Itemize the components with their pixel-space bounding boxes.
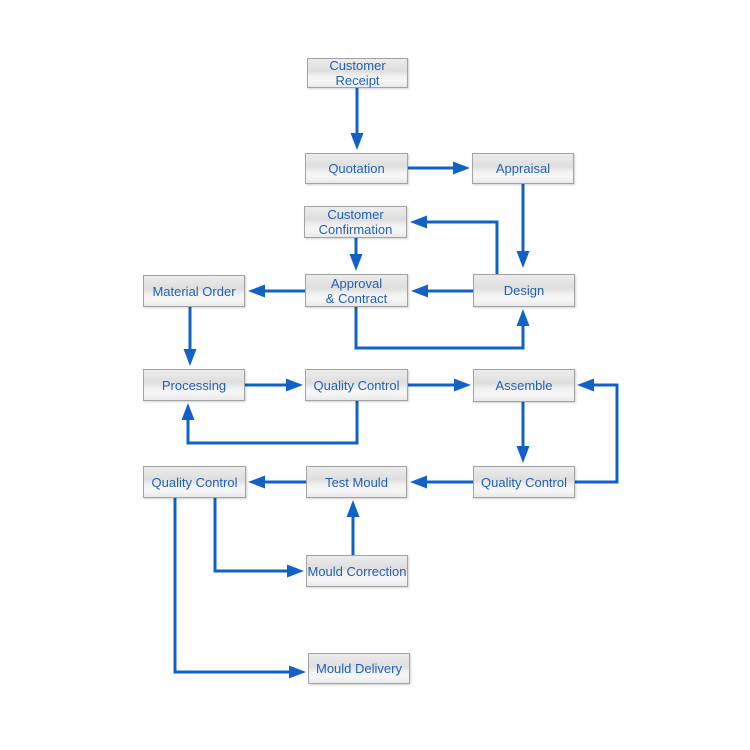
node-label-processing: Processing — [161, 377, 227, 393]
node-label-test-mould: Test Mould — [325, 474, 388, 490]
node-mould-delivery: Mould Delivery — [308, 653, 410, 684]
node-mould-correction: Mould Correction — [306, 555, 408, 587]
node-design: Design — [473, 274, 575, 307]
arrowhead-processing-to-quality-control-mid — [286, 378, 303, 392]
connector-design-to-customer-confirmation — [427, 220, 499, 274]
connector-quality-control-right-to-assemble — [575, 383, 619, 484]
node-label-quality-control-left: Quality Control — [151, 474, 238, 490]
arrowhead-approval-to-material-order — [248, 284, 265, 298]
node-label-design: Design — [503, 283, 545, 298]
arrowhead-customer-confirmation-to-approval — [349, 254, 363, 271]
arrowhead-quality-control-mid-to-processing — [181, 403, 195, 420]
node-quotation: Quotation — [305, 153, 408, 184]
arrowhead-assemble-to-quality-control-right — [516, 446, 530, 463]
node-label-assemble: Assemble — [495, 378, 553, 393]
node-label-material-order: Material Order — [152, 283, 236, 299]
connector-approval-to-design-loop — [354, 307, 525, 350]
node-label-appraisal: Appraisal — [495, 161, 551, 176]
node-assemble: Assemble — [473, 369, 575, 402]
arrowhead-quality-control-right-to-assemble — [577, 378, 594, 392]
node-material-order: Material Order — [143, 275, 245, 307]
arrowhead-test-mould-to-quality-control-left — [248, 475, 265, 489]
arrowhead-approval-to-design-loop — [516, 309, 530, 326]
node-approval-contract: Approval & Contract — [305, 274, 408, 307]
node-customer-confirmation: Customer Confirmation — [304, 206, 407, 238]
arrowhead-quality-control-right-to-test-mould — [410, 475, 427, 489]
node-label-customer-confirmation: Customer Confirmation — [318, 207, 393, 237]
arrowhead-design-to-customer-confirmation — [410, 215, 427, 229]
arrowhead-appraisal-to-design — [516, 251, 530, 268]
connector-quality-control-left-to-correction — [213, 498, 287, 573]
node-test-mould: Test Mould — [306, 466, 407, 498]
node-quality-control-mid: Quality Control — [305, 369, 408, 401]
node-quality-control-left: Quality Control — [143, 466, 246, 498]
arrowhead-mould-correction-to-test-mould — [346, 500, 360, 517]
arrowhead-material-order-to-processing — [183, 349, 197, 366]
arrowhead-quality-control-left-to-correction — [287, 564, 304, 578]
node-label-customer-receipt: Customer Receipt — [329, 58, 386, 88]
node-label-quality-control-right: Quality Control — [481, 474, 567, 490]
arrowhead-quotation-to-appraisal — [453, 161, 470, 175]
node-label-mould-correction: Mould Correction — [307, 563, 407, 579]
node-label-mould-delivery: Mould Delivery — [316, 661, 402, 676]
connector-quality-control-left-to-delivery — [173, 498, 289, 674]
node-appraisal: Appraisal — [472, 153, 574, 184]
arrowhead-design-to-approval — [411, 284, 428, 298]
arrowhead-quality-control-mid-to-assemble — [454, 378, 471, 392]
node-label-approval-contract: Approval & Contract — [325, 275, 388, 306]
node-label-quality-control-mid: Quality Control — [313, 377, 400, 393]
node-customer-receipt: Customer Receipt — [307, 58, 408, 88]
arrowhead-quality-control-left-to-delivery — [289, 665, 306, 679]
connector-quality-control-mid-to-processing — [186, 401, 359, 445]
arrowhead-customer-receipt-to-quotation — [350, 133, 364, 150]
node-quality-control-right: Quality Control — [473, 466, 575, 498]
node-processing: Processing — [143, 369, 245, 401]
node-label-quotation: Quotation — [328, 161, 385, 176]
